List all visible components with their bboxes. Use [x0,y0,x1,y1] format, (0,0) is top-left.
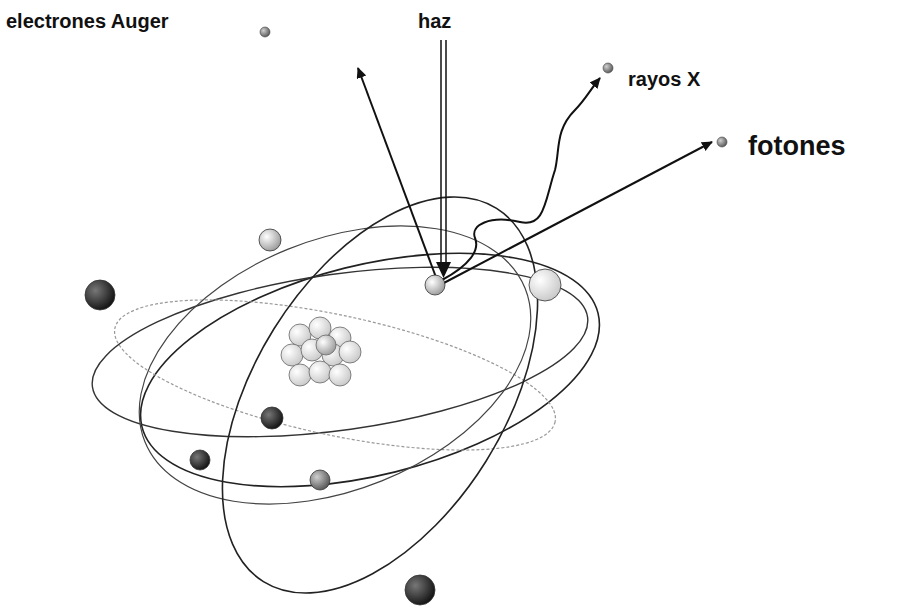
hit-electron [425,275,445,295]
emissions [358,68,712,285]
nucleus [281,317,361,386]
emission-label: fotones [748,132,846,162]
emission-label: rayos X [628,68,700,90]
beam [436,40,451,278]
emission-label: electrones Auger [6,10,169,32]
particle-dots [260,27,727,147]
beam-label: haz [418,10,451,32]
electrons [85,229,561,605]
